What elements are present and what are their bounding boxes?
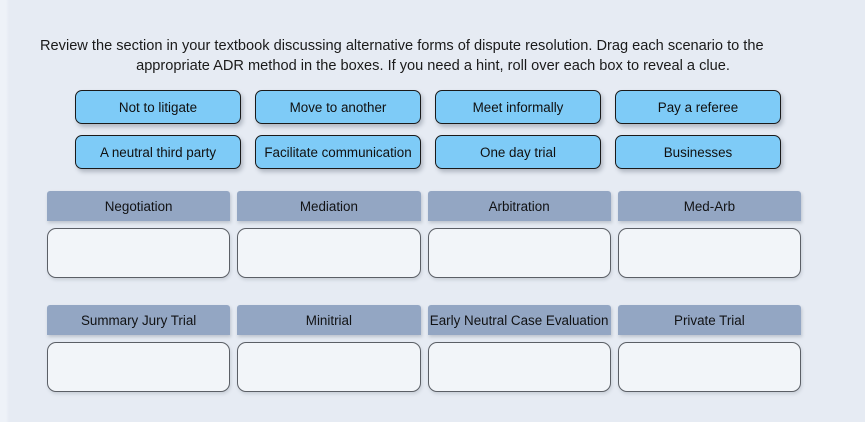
instructions-line-1: Review the section in your textbook disc… (40, 38, 764, 54)
category-group: Med-Arb (617, 191, 801, 278)
category-dropzone[interactable] (47, 342, 231, 392)
category-group: Private Trial (617, 305, 801, 392)
category-header[interactable]: Early Neutral Case Evaluation (427, 305, 611, 335)
category-dropzone[interactable] (617, 342, 801, 392)
category-group: Summary Jury Trial (47, 305, 231, 392)
category-header[interactable]: Arbitration (427, 191, 611, 221)
category-group: Minitrial (237, 305, 421, 392)
category-group: Negotiation (47, 191, 231, 278)
draggable-tile-row-2: A neutral third party Facilitate communi… (75, 135, 781, 169)
draggable-tile[interactable]: Facilitate communication (255, 135, 421, 169)
draggable-tile[interactable]: A neutral third party (75, 135, 241, 169)
category-header[interactable]: Negotiation (47, 191, 231, 221)
category-dropzone[interactable] (427, 342, 611, 392)
draggable-tile[interactable]: One day trial (435, 135, 601, 169)
category-dropzone[interactable] (237, 228, 421, 278)
instructions-line-2: appropriate ADR method in the boxes. If … (136, 58, 730, 74)
draggable-tile[interactable]: Meet informally (435, 90, 601, 124)
draggable-tile[interactable]: Not to litigate (75, 90, 241, 124)
draggable-tile[interactable]: Businesses (615, 135, 781, 169)
category-header[interactable]: Mediation (237, 191, 421, 221)
draggable-tile[interactable]: Pay a referee (615, 90, 781, 124)
category-group-row-1: Negotiation Mediation Arbitration Med-Ar… (47, 191, 801, 278)
category-group: Arbitration (427, 191, 611, 278)
category-group-row-2: Summary Jury Trial Minitrial Early Neutr… (47, 305, 801, 392)
draggable-tile-row-1: Not to litigate Move to another Meet inf… (75, 90, 781, 124)
category-dropzone[interactable] (237, 342, 421, 392)
category-dropzone[interactable] (617, 228, 801, 278)
instructions-text: Review the section in your textbook disc… (40, 36, 824, 76)
draggable-tile[interactable]: Move to another (255, 90, 421, 124)
category-header[interactable]: Summary Jury Trial (47, 305, 231, 335)
category-header[interactable]: Private Trial (617, 305, 801, 335)
category-dropzone[interactable] (47, 228, 231, 278)
category-dropzone[interactable] (427, 228, 611, 278)
category-group: Early Neutral Case Evaluation (427, 305, 611, 392)
category-header[interactable]: Med-Arb (617, 191, 801, 221)
category-header[interactable]: Minitrial (237, 305, 421, 335)
category-group: Mediation (237, 191, 421, 278)
